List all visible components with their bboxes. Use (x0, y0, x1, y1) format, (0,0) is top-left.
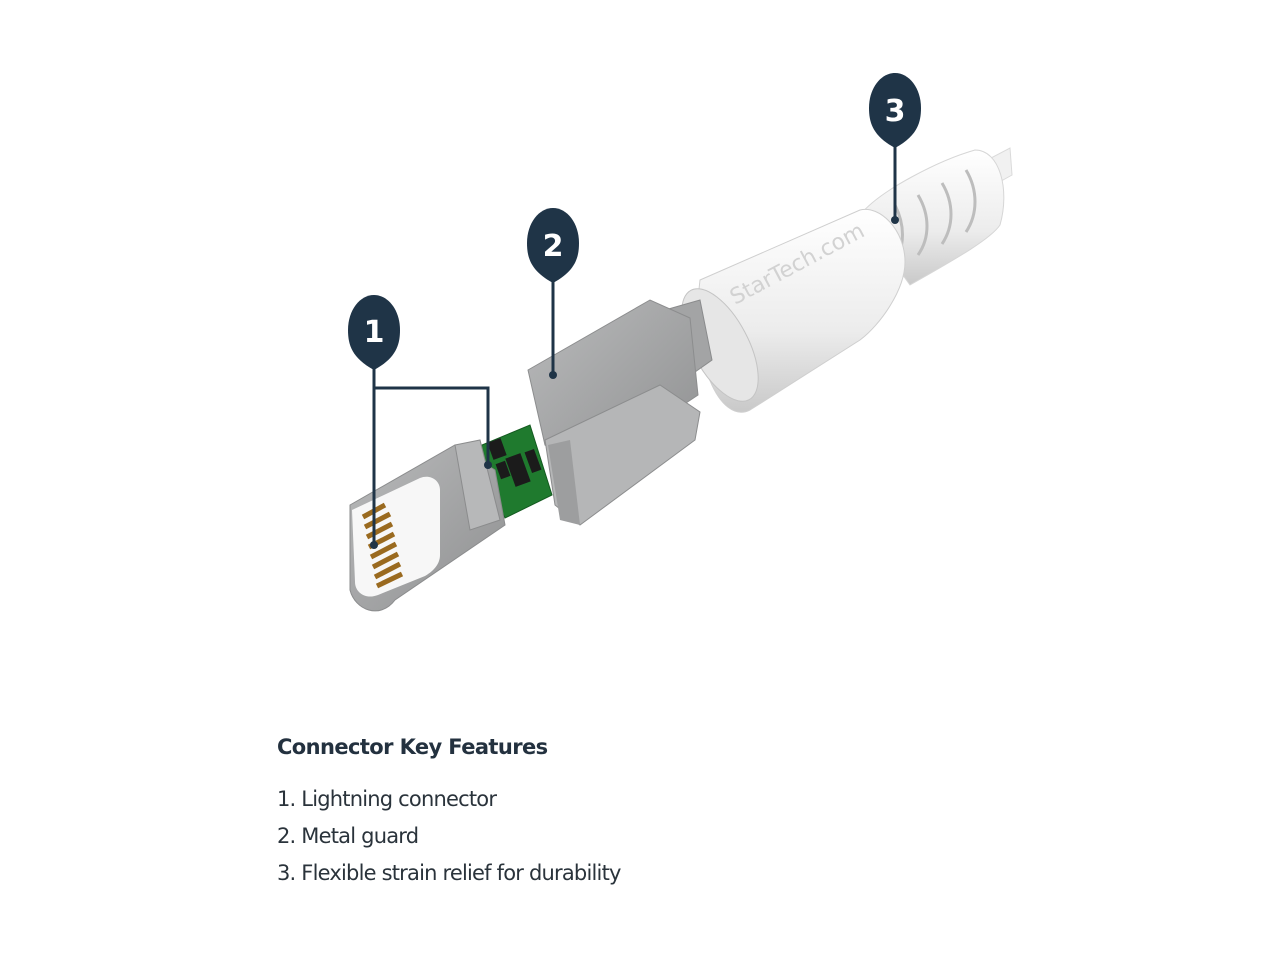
callout-1: 1 (348, 295, 400, 370)
callout-1-number: 1 (364, 315, 385, 350)
connector-illustration: StarTech.com (348, 73, 1013, 612)
legend-title: Connector Key Features (277, 735, 548, 759)
leader-lines (372, 145, 897, 545)
callout-2: 2 (527, 208, 579, 283)
legend-item-1: 1. Lightning connector (277, 787, 497, 811)
callout-2-number: 2 (543, 229, 564, 264)
callout-3: 3 (869, 73, 921, 148)
strain-relief: StarTech.com (681, 147, 1013, 413)
circuit-board (469, 424, 553, 519)
callout-3-number: 3 (885, 94, 906, 129)
metal-guard (527, 299, 713, 526)
features-legend: Connector Key Features 1. Lightning conn… (277, 735, 621, 892)
legend-item-3: 3. Flexible strain relief for durability (277, 861, 621, 885)
legend-item-2: 2. Metal guard (277, 824, 419, 848)
